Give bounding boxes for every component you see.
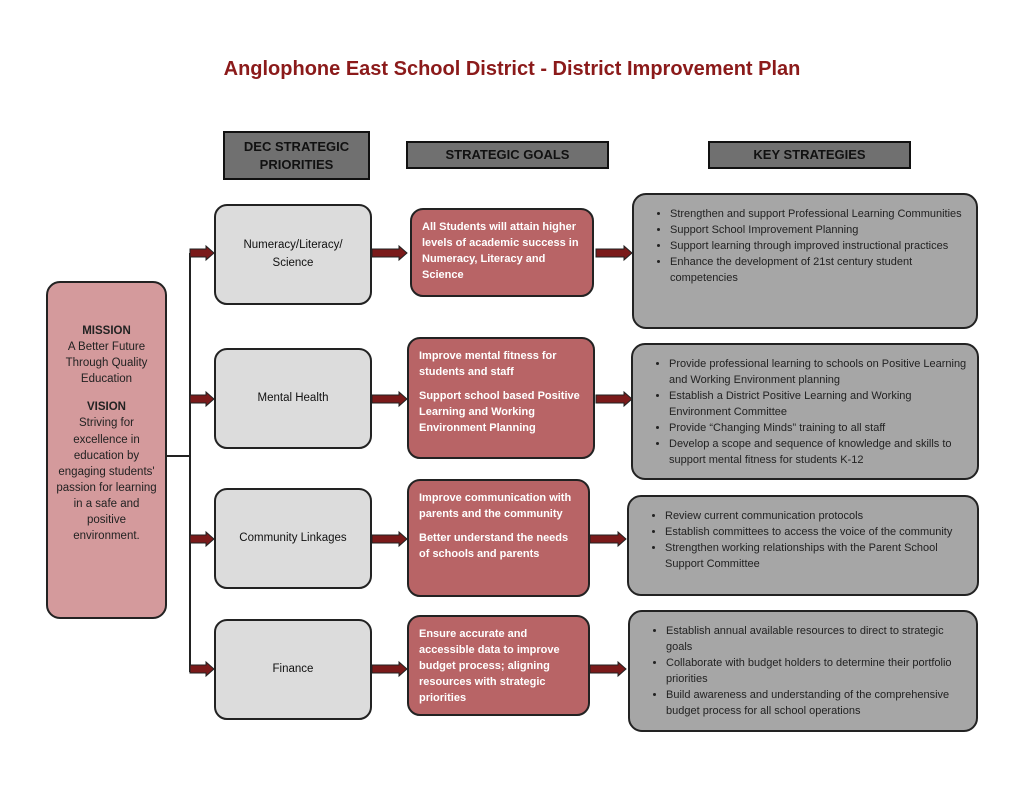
header-goals: STRATEGIC GOALS bbox=[406, 141, 609, 169]
mission-text: A Better Future Through Quality Educatio… bbox=[65, 341, 148, 386]
goal-box-community: Improve communication with parents and t… bbox=[407, 479, 590, 597]
goal-box-mental-health: Improve mental fitness for students and … bbox=[407, 337, 595, 459]
goal-text: Improve mental fitness for students and … bbox=[419, 350, 557, 378]
priority-goal-arrow-2 bbox=[371, 390, 408, 408]
goal-strategy-arrow-4 bbox=[589, 660, 627, 678]
mission-label: MISSION bbox=[82, 325, 131, 337]
strategy-item: Enhance the development of 21st century … bbox=[670, 255, 966, 287]
page-title: Anglophone East School District - Distri… bbox=[223, 58, 801, 80]
trunk-arrow-4 bbox=[189, 660, 215, 678]
strategy-item: Provide “Changing Minds” training to all… bbox=[669, 421, 967, 437]
strategy-item: Develop a scope and sequence of knowledg… bbox=[669, 437, 967, 469]
goal-box-numeracy: All Students will attain higher levels o… bbox=[410, 208, 594, 297]
strategy-item: Establish annual available resources to … bbox=[666, 624, 966, 656]
goal-text: Better understand the needs of schools a… bbox=[419, 531, 569, 560]
strategy-box-mental-health: Provide professional learning to schools… bbox=[631, 343, 979, 480]
strategy-item: Review current communication protocols bbox=[665, 509, 967, 525]
goal-text: All Students will attain higher levels o… bbox=[422, 221, 579, 281]
strategy-box-numeracy: Strengthen and support Professional Lear… bbox=[632, 193, 978, 329]
priority-box-finance: Finance bbox=[214, 619, 372, 720]
vision-text: Striving for excellence in education by … bbox=[56, 417, 157, 543]
priority-goal-arrow-4 bbox=[371, 660, 408, 678]
priority-box-community: Community Linkages bbox=[214, 488, 372, 589]
priority-box-numeracy: Numeracy/Literacy/ Science bbox=[214, 204, 372, 305]
header-strategies: KEY STRATEGIES bbox=[708, 141, 911, 169]
strategy-item: Collaborate with budget holders to deter… bbox=[666, 656, 966, 688]
strategy-item: Support School Improvement Planning bbox=[670, 223, 966, 239]
strategy-box-community: Review current communication protocols E… bbox=[627, 495, 979, 596]
priority-box-mental-health: Mental Health bbox=[214, 348, 372, 449]
goal-strategy-arrow-1 bbox=[595, 244, 633, 262]
strategy-item: Strengthen and support Professional Lear… bbox=[670, 207, 966, 223]
goal-text: Ensure accurate and accessible data to i… bbox=[419, 628, 560, 704]
goal-text: Support school based Positive Learning a… bbox=[419, 389, 580, 434]
strategy-box-finance: Establish annual available resources to … bbox=[628, 610, 978, 732]
trunk-arrow-3 bbox=[189, 530, 215, 548]
strategy-item: Build awareness and understanding of the… bbox=[666, 688, 966, 720]
goal-text: Improve communication with parents and t… bbox=[419, 492, 572, 520]
header-priorities: DEC STRATEGIC PRIORITIES bbox=[223, 131, 370, 180]
strategy-item: Strengthen working relationships with th… bbox=[665, 541, 967, 573]
trunk-arrow-1 bbox=[189, 244, 215, 262]
trunk-arrow-2 bbox=[189, 390, 215, 408]
strategy-item: Establish committees to access the voice… bbox=[665, 525, 967, 541]
goal-strategy-arrow-3 bbox=[589, 530, 627, 548]
goal-box-finance: Ensure accurate and accessible data to i… bbox=[407, 615, 590, 716]
vision-label: VISION bbox=[87, 401, 126, 414]
goal-strategy-arrow-2 bbox=[595, 390, 633, 408]
priority-goal-arrow-1 bbox=[371, 244, 408, 262]
mission-vision-box: MISSION A Better Future Through Quality … bbox=[46, 281, 167, 619]
strategy-item: Provide professional learning to schools… bbox=[669, 357, 967, 389]
strategy-item: Support learning through improved instru… bbox=[670, 239, 966, 255]
strategy-item: Establish a District Positive Learning a… bbox=[669, 389, 967, 421]
priority-goal-arrow-3 bbox=[371, 530, 408, 548]
